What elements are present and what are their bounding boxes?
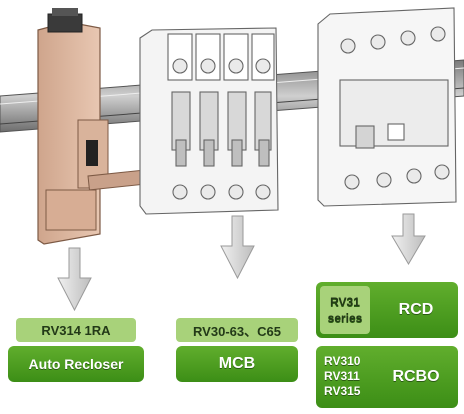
auto-recloser-model: RV314 1RA (16, 318, 136, 342)
arrow-rcd (391, 213, 426, 265)
rcd-model-line2: series (327, 311, 363, 325)
mcb-model: RV30-63、C65 (176, 318, 298, 342)
rcbo-model-3: RV315 (324, 384, 361, 398)
arrow-auto-recloser (57, 247, 92, 312)
rcbo-block: RV310 RV311 RV315 RCBO (316, 346, 458, 408)
rcbo-model-1: RV310 (324, 354, 361, 368)
rcd-model: RV31 series (320, 286, 370, 334)
rcd-block: RV31 series RCD (316, 282, 458, 338)
rcbo-model-list: RV310 RV311 RV315 (324, 354, 360, 399)
mcb-device (139, 27, 279, 215)
rcbo-model-2: RV311 (324, 369, 360, 383)
rcd-model-line1: RV31 (330, 295, 360, 309)
auto-recloser-label: Auto Recloser (8, 346, 144, 382)
arrow-mcb (220, 215, 255, 280)
rcd-label: RCD (398, 301, 434, 318)
rcd-device (317, 7, 457, 207)
mcb-label: MCB (176, 346, 298, 382)
rcbo-label: RCBO (392, 368, 440, 385)
